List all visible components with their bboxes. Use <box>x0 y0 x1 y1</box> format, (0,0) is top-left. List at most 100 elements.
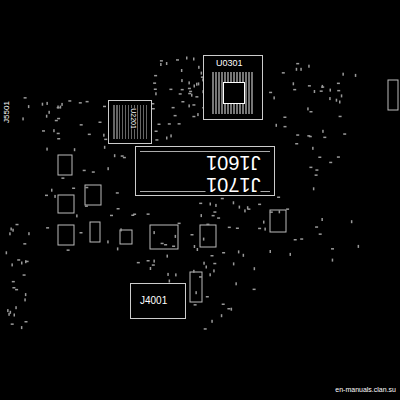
smd-part <box>12 229 14 232</box>
smd-part <box>233 201 235 204</box>
smd-part <box>355 74 357 77</box>
smd-part <box>57 107 60 109</box>
smd-part <box>253 289 256 291</box>
ref-designator: J1601 <box>206 153 261 173</box>
smd-part <box>10 311 12 314</box>
smd-part <box>315 169 318 171</box>
bga-chip: U2201 <box>108 100 152 144</box>
smd-part <box>54 195 56 198</box>
smd-part <box>315 226 318 228</box>
smd-part <box>201 72 203 75</box>
smd-part <box>103 106 106 108</box>
smd-part <box>147 213 150 215</box>
smd-part <box>188 93 191 95</box>
smd-part <box>314 90 316 93</box>
smd-part <box>330 89 332 92</box>
smd-part <box>206 224 209 226</box>
smd-part <box>308 65 310 68</box>
smd-part <box>194 245 196 248</box>
ref-designator: J4001 <box>140 296 167 306</box>
smd-part <box>46 115 48 118</box>
smd-part <box>46 148 48 151</box>
smd-part <box>198 66 200 69</box>
smd-part <box>12 287 15 289</box>
smd-part <box>154 89 157 91</box>
smd-part <box>7 309 9 312</box>
smd-part <box>188 81 190 84</box>
smd-part <box>228 227 231 229</box>
smd-part <box>199 276 202 278</box>
ref-designator: J5501 <box>3 101 11 123</box>
smd-part <box>188 88 191 90</box>
smd-part <box>86 101 89 103</box>
smd-part <box>203 238 205 241</box>
smd-part <box>168 123 171 125</box>
smd-part <box>116 192 119 194</box>
smd-part <box>160 60 163 62</box>
smd-part <box>51 189 53 192</box>
smd-part <box>270 211 273 213</box>
smd-part <box>60 106 62 109</box>
smd-part <box>343 133 346 135</box>
smd-part <box>72 188 75 190</box>
smd-part <box>221 198 224 200</box>
watermark: en-manuals.clan.su <box>335 386 396 393</box>
smd-part <box>233 262 235 265</box>
smd-part <box>15 289 18 291</box>
smd-part <box>181 69 183 72</box>
smd-part <box>12 281 15 283</box>
smd-part <box>310 111 313 113</box>
smd-part <box>196 83 198 86</box>
smd-part <box>329 162 332 164</box>
smd-part <box>152 264 155 266</box>
smd-part <box>191 234 194 236</box>
smd-part <box>160 63 162 66</box>
smd-part <box>45 195 48 197</box>
smd-part <box>239 206 241 209</box>
smd-part <box>193 58 195 61</box>
smd-part <box>195 291 197 294</box>
smd-part <box>296 134 299 136</box>
smd-part <box>215 204 217 207</box>
smd-part <box>16 224 19 226</box>
smd-part <box>258 204 261 206</box>
bga-chip: U0301 <box>203 55 263 120</box>
smd-part <box>121 155 124 157</box>
smd-part <box>247 206 249 209</box>
smd-part <box>42 103 44 106</box>
smd-part <box>339 101 341 104</box>
smd-part <box>21 262 23 265</box>
smd-part <box>83 170 86 172</box>
smd-part <box>85 205 88 207</box>
smd-part <box>28 232 30 235</box>
smd-part <box>337 83 340 85</box>
smd-part <box>68 100 71 102</box>
smd-part <box>341 94 343 97</box>
smd-part <box>300 238 303 240</box>
pin-row <box>140 151 270 152</box>
smd-part <box>174 115 177 117</box>
smd-part <box>309 136 312 138</box>
smd-part <box>222 252 225 254</box>
smd-part <box>201 214 203 217</box>
smd-part <box>191 94 193 97</box>
smd-part <box>28 105 30 108</box>
smd-part <box>279 210 281 213</box>
smd-part <box>318 157 321 159</box>
smd-part <box>244 209 246 212</box>
smd-part <box>212 215 215 217</box>
smd-part <box>192 104 195 106</box>
smd-part <box>11 263 13 266</box>
smd-part <box>172 107 175 109</box>
smd-part <box>222 304 225 306</box>
smd-part <box>178 223 181 225</box>
smd-part <box>210 203 212 206</box>
smd-part <box>79 102 82 104</box>
smd-part <box>57 133 60 135</box>
smd-part <box>166 62 168 65</box>
smd-part <box>169 89 172 91</box>
smd-part <box>308 85 311 87</box>
smd-part <box>323 137 326 139</box>
smd-part <box>155 92 157 95</box>
